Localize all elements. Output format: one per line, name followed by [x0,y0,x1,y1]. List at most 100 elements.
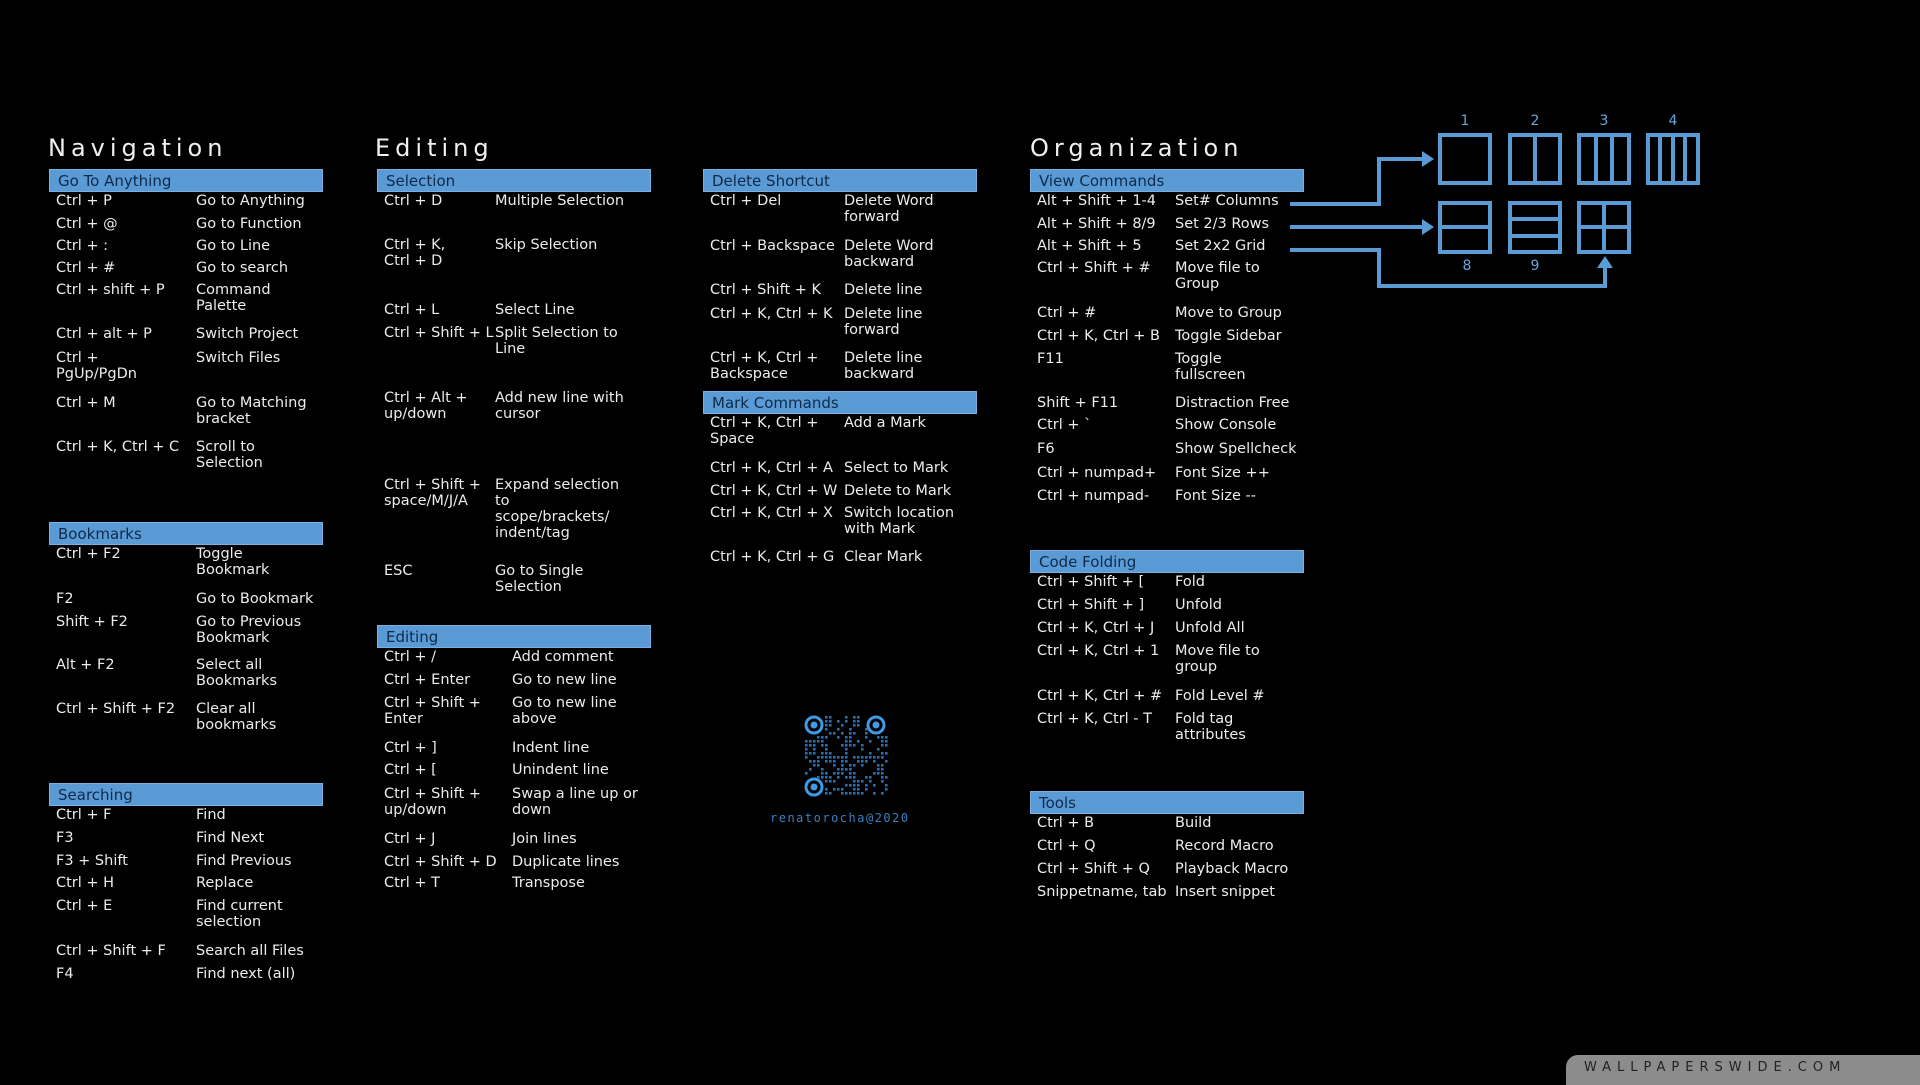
shortcut-key: F3 + Shift [56,853,128,869]
shortcut-action: Go to Line [196,238,271,254]
shortcut-action: Find Next [196,830,265,846]
shortcut-key: ESC [384,563,413,579]
shortcut-action: Font Size -- [1175,488,1257,504]
shortcut-key: Ctrl + Shift + up/down [384,786,481,818]
shortcut-action: Add new line with cursor [495,390,624,422]
shortcut-key: Ctrl + Shift + Enter [384,695,481,727]
shortcut-key: Ctrl + K, Ctrl - T [1037,711,1153,727]
shortcut-key: Ctrl + K, Ctrl + Space [710,415,819,447]
shortcut-key: Ctrl + Backspace [710,238,835,254]
shortcut-action: Join lines [512,831,577,847]
arrow-head-icon [1422,219,1434,235]
shortcut-action: Expand selection to scope/brackets/ inde… [495,477,620,541]
shortcut-action: Transpose [512,875,585,891]
connector-columns [1290,157,1422,206]
layout-1-column-icon [1438,133,1492,185]
shortcut-action: Find [196,807,226,823]
watermark: WALLPAPERSWIDE.COM [1566,1055,1920,1085]
shortcut-action: Go to Anything [196,193,305,209]
section-header: Bookmarks [49,522,323,545]
shortcut-action: Unindent line [512,762,609,778]
shortcut-action: Find Previous [196,853,292,869]
shortcut-key: Ctrl + Q [1037,838,1096,854]
arrow-head-icon [1597,256,1613,268]
shortcut-key: Ctrl + Shift + Q [1037,861,1150,877]
shortcut-key: Alt + Shift + 5 [1037,238,1142,254]
shortcut-key: Ctrl + Shift + ] [1037,597,1145,613]
shortcut-action: Show Console [1175,417,1277,433]
shortcut-key: Ctrl + K, Ctrl + G [710,549,835,565]
shortcut-key: Ctrl + Shift + L [384,325,494,341]
shortcut-action: Fold [1175,574,1205,590]
shortcut-key: Ctrl + / [384,649,437,665]
shortcut-action: Clear Mark [844,549,923,565]
layout-label: 1 [1461,113,1470,129]
shortcut-action: Add a Mark [844,415,926,431]
layout-label: 8 [1463,258,1472,274]
layout-label: 9 [1531,258,1540,274]
shortcut-key: Ctrl + Shift + space/M/J/A [384,477,481,509]
section-header: Selection [377,169,651,192]
shortcut-key: Ctrl + D [384,193,443,209]
shortcut-action: Unfold All [1175,620,1245,636]
shortcut-action: Command Palette [196,282,271,314]
shortcut-action: Add comment [512,649,614,665]
shortcut-action: Delete to Mark [844,483,952,499]
shortcut-key: Ctrl + Shift + K [710,282,822,298]
shortcut-action: Go to search [196,260,289,276]
shortcut-action: Set# Columns [1175,193,1279,209]
shortcut-action: Distraction Free [1175,395,1290,411]
column-title-navigation: Navigation [48,134,228,163]
shortcut-key: Ctrl + @ [56,216,118,232]
shortcut-key: Alt + Shift + 8/9 [1037,216,1156,232]
shortcut-key: Ctrl + Shift + [ [1037,574,1145,590]
shortcut-action: Toggle Sidebar [1175,328,1282,344]
shortcut-action: Delete line backward [844,350,923,382]
shortcut-action: Switch Project [196,326,299,342]
shortcut-action: Find current selection [196,898,283,930]
shortcut-action: Set 2x2 Grid [1175,238,1266,254]
shortcut-key: Ctrl + alt + P [56,326,152,342]
arrow-head-icon [1422,151,1434,167]
layout-label: 2 [1531,113,1540,129]
shortcut-key: F2 [56,591,74,607]
shortcut-action: Delete Word forward [844,193,934,225]
layout-label: 4 [1669,113,1678,129]
shortcut-action: Record Macro [1175,838,1274,854]
section-header: Go To Anything [49,169,323,192]
section-header: View Commands [1030,169,1304,192]
shortcut-action: Go to Function [196,216,302,232]
shortcut-action: Select to Mark [844,460,949,476]
shortcut-key: Ctrl + T [384,875,441,891]
shortcut-action: Multiple Selection [495,193,625,209]
shortcut-action: Indent line [512,740,590,756]
shortcut-action: Search all Files [196,943,304,959]
shortcut-action: Font Size ++ [1175,465,1270,481]
shortcut-action: Switch location with Mark [844,505,955,537]
shortcut-key: Ctrl + ] [384,740,437,756]
shortcut-action: Show Spellcheck [1175,441,1297,457]
shortcut-key: F3 [56,830,74,846]
shortcut-key: Ctrl + Enter [384,672,471,688]
shortcut-key: Ctrl + F2 [56,546,121,562]
shortcut-action: Delete Word backward [844,238,934,270]
shortcut-action: Go to Single Selection [495,563,584,595]
shortcut-key: Ctrl + M [56,395,116,411]
shortcut-action: Swap a line up or down [512,786,638,818]
shortcut-key: Ctrl + K, Ctrl + # [1037,688,1163,704]
shortcut-key: F11 [1037,351,1064,367]
shortcut-action: Set 2/3 Rows [1175,216,1270,232]
shortcut-action: Build [1175,815,1212,831]
shortcut-action: Move file to group [1175,643,1260,675]
shortcut-key: Alt + Shift + 1-4 [1037,193,1157,209]
section-header: Searching [49,783,323,806]
shortcut-action: Insert snippet [1175,884,1275,900]
